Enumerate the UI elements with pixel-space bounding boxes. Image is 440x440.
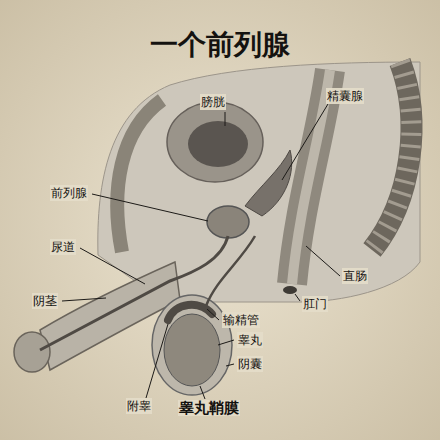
bladder-lumen [188,121,248,167]
leader-line [282,104,328,180]
pubic-wall [117,100,162,252]
scrotum [152,295,232,395]
glans [14,332,50,372]
part-label: 精囊腺 [326,88,364,104]
leader-line [200,386,205,399]
leader-line [295,294,300,301]
part-label: 附睾 [126,398,152,414]
prostate [207,206,249,238]
leader-line [306,246,340,276]
seminal-vesicle [245,150,292,216]
part-label: 睾丸 [237,332,263,348]
leader-lines [62,104,340,399]
leader-line [62,298,106,301]
part-label: 膀胱 [200,94,226,110]
part-label: 直肠 [342,268,368,284]
leader-line [207,309,219,320]
part-label: 肛门 [302,296,328,312]
part-label: 输精管 [222,312,260,328]
bladder-wall [167,102,263,182]
leader-line [146,324,168,398]
rectum-lumen [292,70,330,284]
sacrum [372,62,411,250]
epididymis [168,305,212,320]
leader-line [226,364,234,366]
vas-deferens [206,236,255,306]
leader-line [92,194,208,221]
part-label: 阴囊 [237,356,263,372]
leader-line [80,248,145,284]
leader-line [225,112,226,126]
leader-line [218,340,234,345]
testis [164,314,220,386]
vertebra-marks [372,62,411,250]
body-section [98,62,420,302]
rectum [292,70,330,284]
part-label: 尿道 [50,239,76,255]
diagram-title: 一个前列腺 [0,26,440,64]
part-label: 前列腺 [50,185,88,201]
part-label: 睾丸鞘膜 [178,400,240,416]
part-label: 阴茎 [32,293,58,309]
anus [283,286,297,294]
